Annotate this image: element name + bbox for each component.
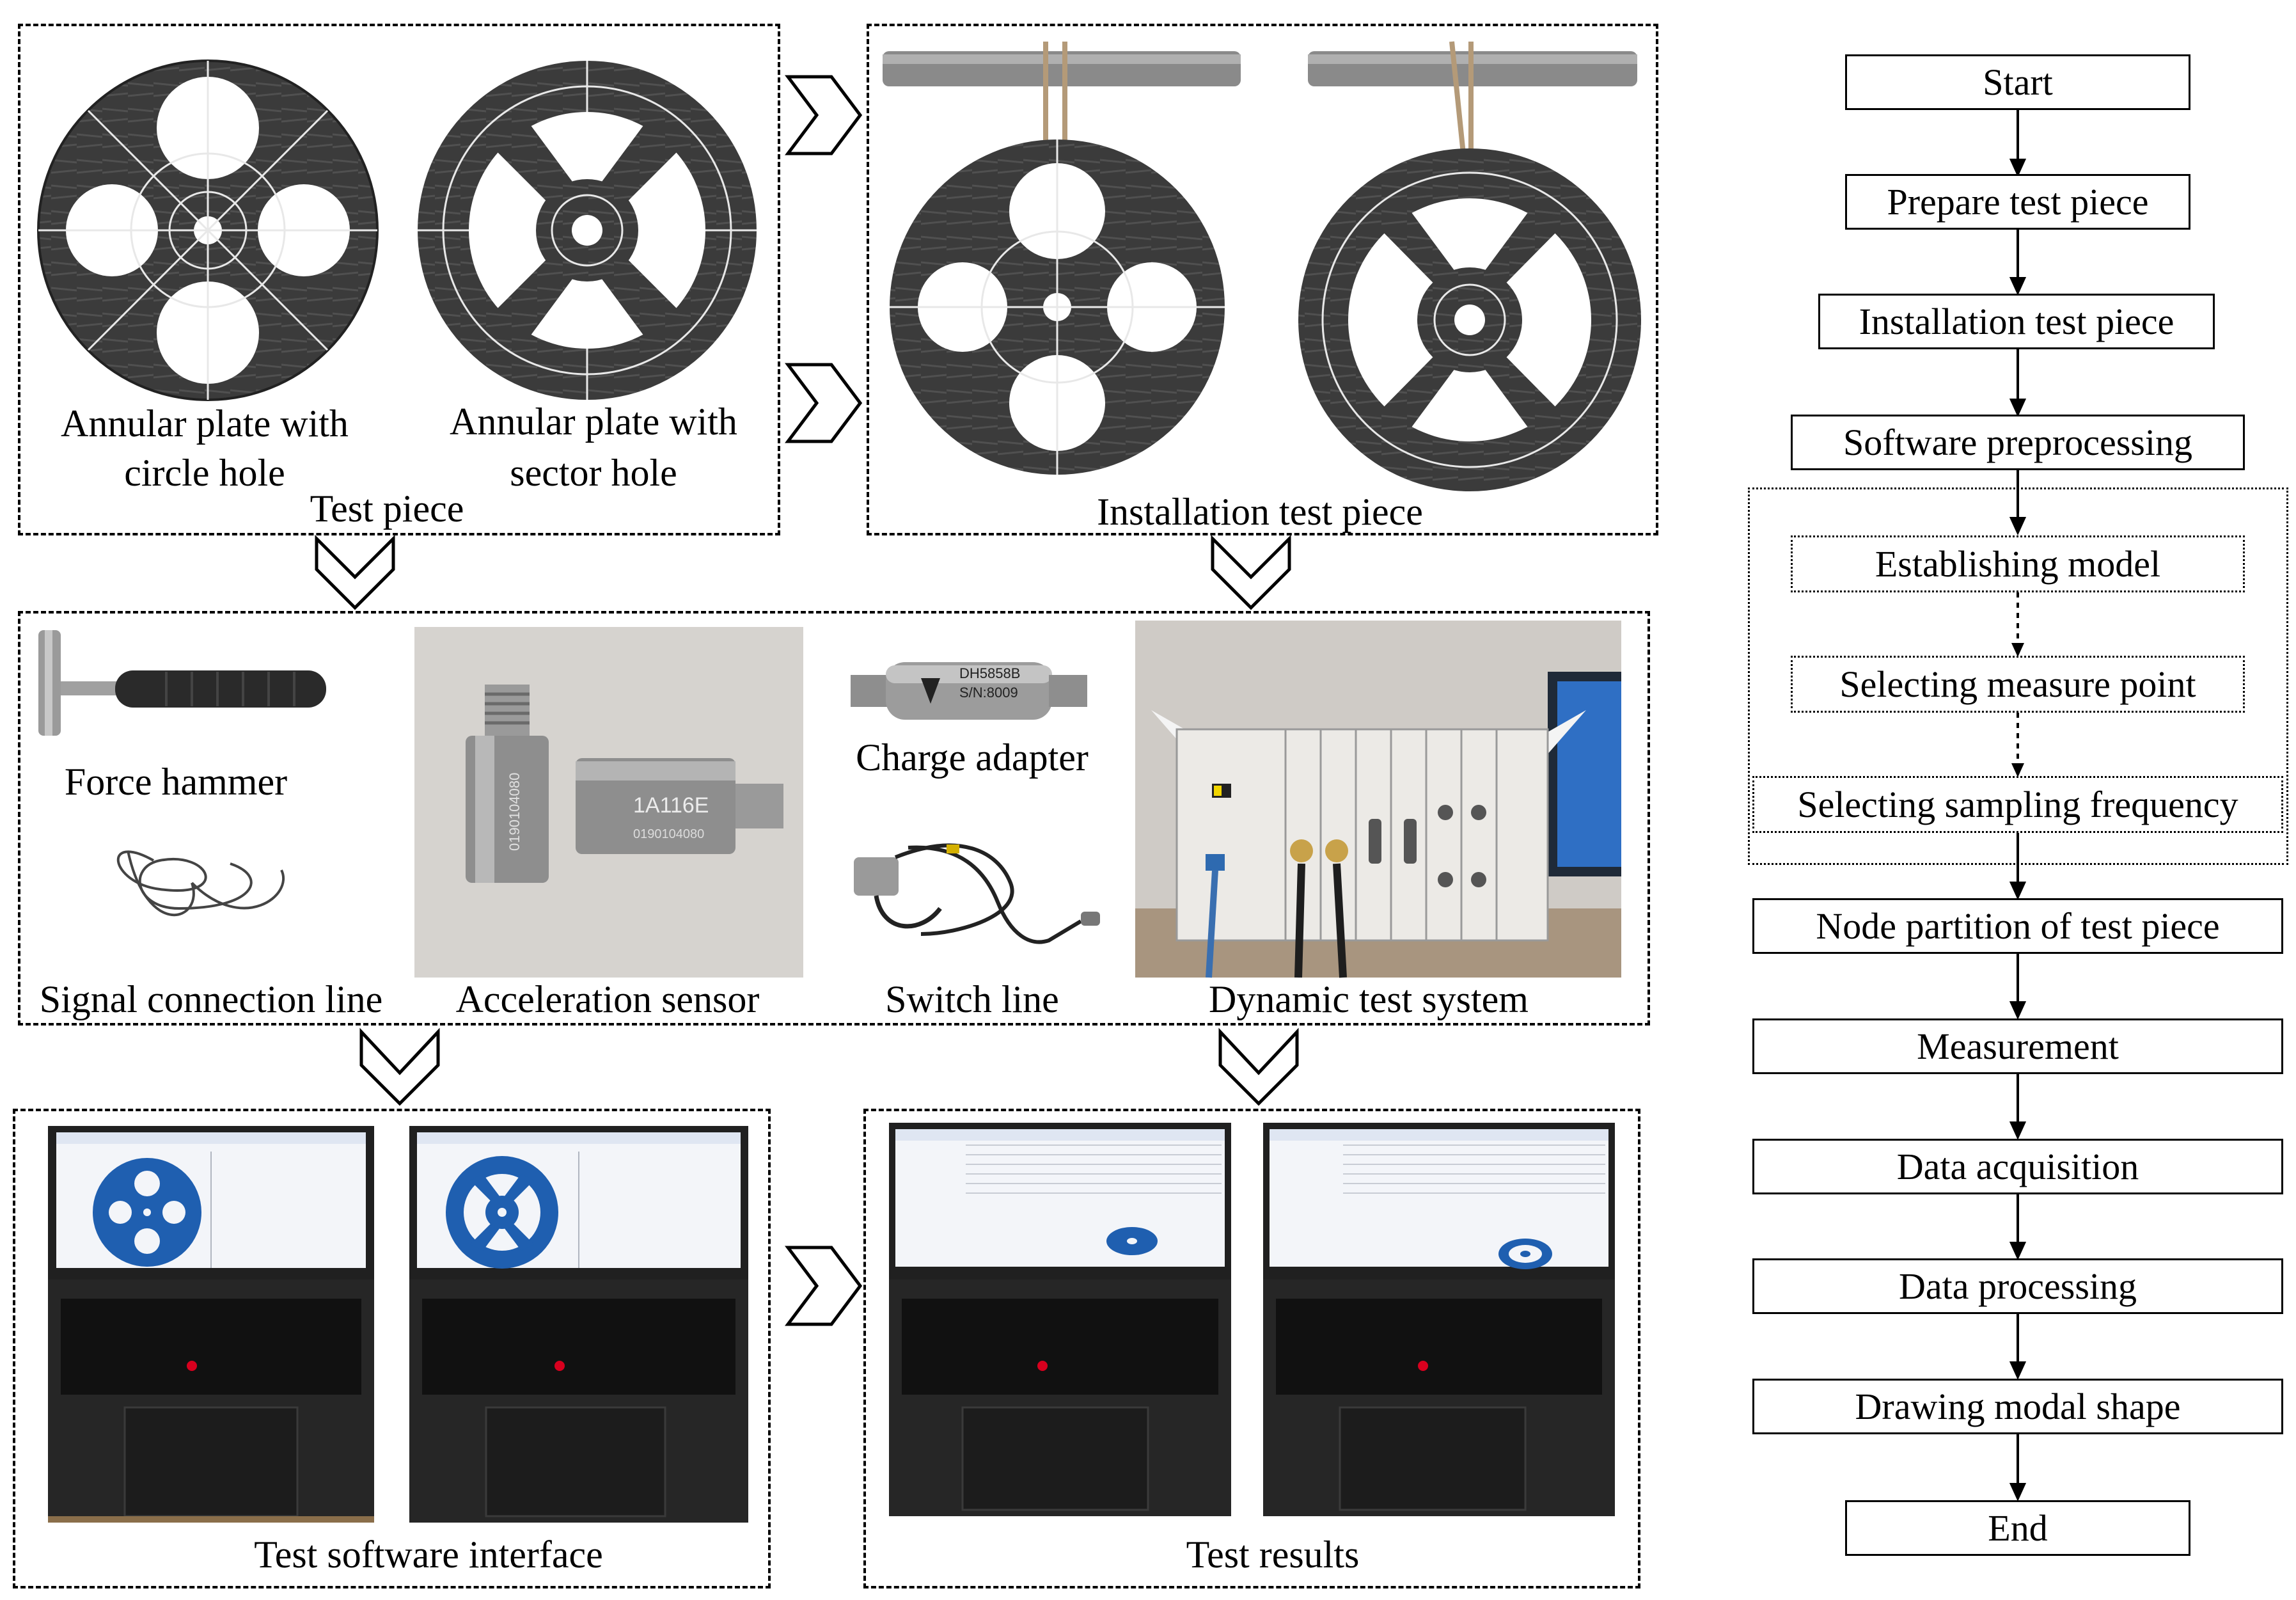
laptop-software-2	[409, 1126, 748, 1523]
laptop-results-2	[1263, 1123, 1615, 1516]
caption-acceleration-sensor: Acceleration sensor	[455, 978, 760, 1020]
svg-text:DH5858B: DH5858B	[959, 665, 1020, 681]
caption-charge-adapter: Charge adapter	[856, 736, 1089, 779]
flowchart-arrows	[2009, 110, 2027, 1501]
caption-installation: Installation test piece	[1097, 491, 1423, 533]
caption-sector-hole-line2: sector hole	[510, 452, 677, 494]
caption-dynamic-system: Dynamic test system	[1209, 978, 1529, 1020]
chevron-arrows	[315, 75, 1299, 1326]
caption-circle-hole-line2: circle hole	[124, 452, 285, 494]
dynamic-test-system-photo	[1135, 621, 1621, 978]
caption-sector-hole-line1: Annular plate with	[450, 400, 737, 443]
caption-software: Test software interface	[254, 1533, 603, 1576]
flow-step-sampling-frequency: Selecting sampling frequency	[1752, 776, 2283, 833]
laptop-software-1	[48, 1126, 374, 1523]
support-bar-left	[883, 51, 1241, 86]
flow-step-software-preprocessing: Software preprocessing	[1791, 415, 2245, 470]
signal-connection-line-photo	[117, 850, 285, 916]
flow-step-node-partition: Node partition of test piece	[1752, 898, 2283, 954]
flow-step-start: Start	[1845, 54, 2190, 110]
flowchart-dotted-arrowheads	[2011, 643, 2024, 777]
preprocessing-group	[1748, 487, 2288, 865]
flow-step-end: End	[1845, 1500, 2190, 1556]
charge-adapter-photo: DH5858B S/N:8009	[851, 662, 1087, 720]
acceleration-sensor-photo: 1A116E 0190104080 0190104080	[414, 627, 803, 978]
panel-software	[13, 1109, 771, 1588]
caption-signal-line: Signal connection line	[39, 978, 383, 1020]
flow-step-installation: Installation test piece	[1818, 294, 2215, 349]
panel-test-piece	[18, 24, 780, 535]
flow-step-measure-point: Selecting measure point	[1791, 656, 2245, 713]
caption-force-hammer: Force hammer	[64, 761, 288, 803]
caption-switch-line: Switch line	[885, 978, 1059, 1020]
caption-test-piece: Test piece	[310, 487, 464, 530]
flow-step-data-acquisition: Data acquisition	[1752, 1139, 2283, 1194]
svg-text:S/N:8009: S/N:8009	[959, 685, 1018, 701]
caption-circle-hole-line1: Annular plate with	[61, 402, 349, 445]
switch-line-photo	[854, 843, 1100, 944]
flow-step-establishing-model: Establishing model	[1791, 535, 2245, 592]
panel-results	[863, 1109, 1640, 1588]
hung-sector-hole-plate	[1298, 148, 1641, 491]
hung-circle-hole-plate	[890, 139, 1225, 475]
panel-installation	[867, 24, 1658, 535]
sector-hole-plate	[418, 61, 757, 400]
svg-text:0190104080: 0190104080	[633, 827, 704, 841]
flow-step-measurement: Measurement	[1752, 1018, 2283, 1074]
svg-text:0190104080: 0190104080	[507, 773, 523, 851]
force-hammer-photo	[38, 630, 326, 736]
circle-hole-plate	[37, 59, 379, 401]
flow-step-data-processing: Data processing	[1752, 1258, 2283, 1314]
caption-results: Test results	[1186, 1533, 1360, 1576]
laptop-results-1	[889, 1123, 1231, 1516]
sensor-model-text: 1A116E	[633, 793, 709, 818]
panel-equipment	[18, 611, 1650, 1026]
flow-step-prepare: Prepare test piece	[1845, 174, 2190, 230]
flow-step-drawing-modal-shape: Drawing modal shape	[1752, 1379, 2283, 1434]
